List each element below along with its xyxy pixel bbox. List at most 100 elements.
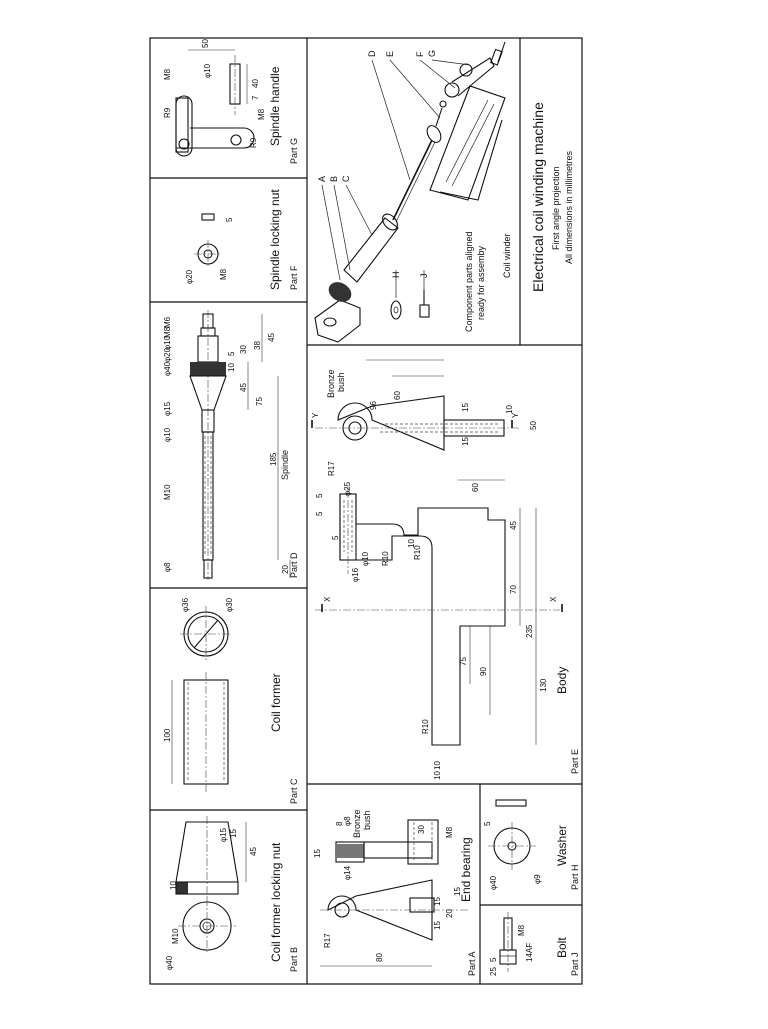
e-dim-phi25: φ25	[343, 481, 352, 496]
e-dim-60-top: 60	[393, 391, 402, 400]
e-dim-r10-c: R10	[421, 719, 430, 734]
d-dim-75: 75	[255, 397, 264, 406]
b-dim-phi40: φ40	[165, 955, 174, 970]
j-title: Bolt	[555, 937, 569, 958]
pictorial-caption-1: Component parts aligned	[464, 231, 474, 332]
g-dim-r9: R9	[249, 137, 258, 148]
e-dim-5a: 5	[315, 493, 324, 498]
e-dim-10-d: 10	[433, 761, 442, 770]
sheet-title: Electrical coil winding machine	[530, 102, 546, 292]
part-a-end-bearing: R17 φ14 80 15 20 15 15 30 M8 8 15 φ8 Bro…	[313, 809, 477, 976]
a-dim-20: 20	[445, 909, 454, 918]
part-f-spindle-locking-nut: 5 φ20 M8 Spindle locking nut Part F	[185, 189, 299, 290]
e-dim-5c: 5	[331, 535, 340, 540]
d-dim-185: 185	[269, 452, 278, 466]
j-dim-25: 25	[489, 967, 498, 976]
j-part: Part J	[570, 952, 580, 976]
f-dim-5: 5	[225, 217, 234, 222]
e-dim-90: 90	[479, 667, 488, 676]
j-dim-14af: 14AF	[525, 943, 534, 962]
b-dim-m10: M10	[171, 928, 180, 944]
e-label-y-right: Y	[511, 412, 520, 418]
e-dim-50: 50	[529, 421, 538, 430]
g-title: Spindle handle	[268, 66, 282, 146]
g-dim-r9-top: R9	[163, 107, 172, 118]
d-dim-phi10-top: φ10	[163, 335, 172, 350]
e-part: Part E	[570, 749, 580, 774]
part-d-spindle: M6 M8 φ10 φ20 φ40 φ15 φ10 M10 φ8 45 38 3…	[163, 310, 299, 580]
e-dim-130: 130	[539, 678, 548, 692]
part-h-washer: 5 φ40 φ9 Washer Part H	[483, 799, 580, 890]
e-label-y-left: Y	[311, 412, 320, 418]
h-dim-5: 5	[483, 821, 492, 826]
d-dim-m6: M6	[163, 316, 172, 328]
part-e-body: 96 60 15 15 10 50 Y Y Bronze bush R17 5 …	[311, 359, 580, 780]
b-dim-10: 10	[169, 881, 178, 890]
b-dim-15: 15	[229, 829, 238, 838]
d-dim-phi40: φ40	[163, 361, 172, 376]
d-part: Part D	[289, 552, 299, 578]
a-dim-phi8: φ8	[343, 816, 352, 826]
d-dim-phi10: φ10	[163, 427, 172, 442]
d-dim-m8: M8	[163, 326, 172, 338]
f-dim-m8: M8	[219, 268, 228, 280]
e-dim-r10-b: R10	[413, 545, 422, 560]
a-dim-r17: R17	[323, 933, 332, 948]
e-dim-10-b: 10	[407, 539, 416, 548]
j-dim-m8: M8	[517, 924, 526, 936]
part-b-coil-former-locking-nut: M10 φ40 10 45 15 φ15 Coil former locking…	[165, 816, 299, 972]
pictorial-label-j: J	[419, 274, 429, 279]
e-dim-10: 10	[505, 405, 514, 414]
e-label-x-left: X	[323, 596, 332, 602]
e-title: Body	[555, 667, 569, 694]
d-dim-phi15: φ15	[163, 401, 172, 416]
e-dim-96: 96	[369, 401, 378, 410]
e-label-x-right: X	[549, 596, 558, 602]
a-title: End bearing	[459, 837, 473, 902]
d-dim-20: 20	[281, 565, 290, 574]
g-part: Part G	[289, 138, 299, 164]
pictorial-caption-3: Coil winder	[502, 233, 512, 278]
a-part: Part A	[467, 951, 477, 976]
d-dim-45: 45	[239, 383, 248, 392]
d-title: Spindle	[280, 450, 290, 480]
pictorial-label-h: H	[391, 272, 401, 279]
c-part: Part C	[289, 778, 299, 804]
f-dim-phi20: φ20	[185, 269, 194, 284]
g-dim-m8: M8	[257, 108, 266, 120]
e-dim-r17: R17	[327, 461, 336, 476]
a-dim-15a: 15	[433, 897, 442, 906]
note-projection: First angle projection	[551, 166, 561, 250]
b-dim-phi15: φ15	[219, 827, 228, 842]
pictorial-caption-2: ready for assemby	[476, 245, 486, 320]
e-dim-235: 235	[525, 624, 534, 638]
e-dim-45: 45	[509, 521, 518, 530]
d-dim-m10: M10	[163, 484, 172, 500]
b-part: Part B	[289, 947, 299, 972]
b-dim-45: 45	[249, 847, 258, 856]
c-dim-phi36: φ36	[181, 597, 190, 612]
a-bush-label: bush	[362, 810, 372, 830]
part-c-coil-former: 100 φ36 φ30 Coil former Part C	[163, 597, 299, 804]
c-title: Coil former	[269, 673, 283, 732]
sheet-border	[149, 37, 583, 985]
f-part: Part F	[289, 265, 299, 290]
a-dim-15b: 15	[433, 921, 442, 930]
f-title: Spindle locking nut	[268, 189, 282, 290]
h-part: Part H	[570, 864, 580, 890]
e-dim-r10-a: R10	[381, 551, 390, 566]
a-bronze-label: Bronze	[352, 809, 362, 838]
pictorial-label-f: F	[415, 51, 425, 57]
pictorial-label-d: D	[367, 50, 377, 57]
g-dim-phi10: φ10	[203, 63, 212, 78]
h-dim-phi40: φ40	[489, 875, 498, 890]
a-dim-phi14: φ14	[343, 865, 352, 880]
e-dim-10-c: 10	[433, 771, 442, 780]
b-title: Coil former locking nut	[269, 842, 283, 962]
g-dim-m8-top: M8	[163, 68, 172, 80]
d-dim-phi20: φ20	[163, 347, 172, 362]
e-dim-phi10: φ10	[361, 551, 370, 566]
d-dim-30: 30	[239, 345, 248, 354]
